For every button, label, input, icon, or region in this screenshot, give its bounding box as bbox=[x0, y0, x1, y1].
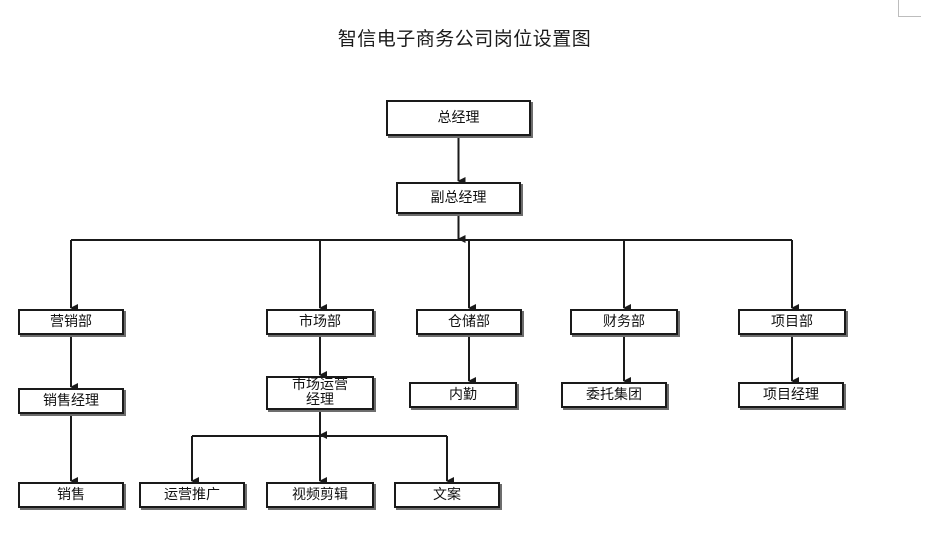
node-ceo: 总经理 bbox=[386, 100, 531, 136]
node-finance-dept: 财务部 bbox=[570, 309, 678, 335]
node-internal-staff: 内勤 bbox=[409, 382, 517, 408]
node-deputy: 副总经理 bbox=[396, 182, 521, 214]
node-outsourced-group: 委托集团 bbox=[561, 382, 667, 408]
page-corner-mark bbox=[898, 0, 921, 17]
node-sales: 销售 bbox=[18, 482, 124, 508]
node-market-dept: 市场部 bbox=[266, 309, 374, 335]
node-market-ops-manager: 市场运营 经理 bbox=[266, 376, 374, 410]
chart-title: 智信电子商务公司岗位设置图 bbox=[337, 28, 592, 50]
edge-group bbox=[70, 136, 799, 485]
node-ops-promotion: 运营推广 bbox=[139, 482, 245, 508]
node-marketing-dept: 营销部 bbox=[18, 309, 124, 335]
node-sales-manager: 销售经理 bbox=[18, 388, 124, 414]
node-project-manager: 项目经理 bbox=[738, 382, 844, 408]
node-copywriting: 文案 bbox=[394, 482, 500, 508]
node-warehouse-dept: 仓储部 bbox=[416, 309, 522, 335]
node-project-dept: 项目部 bbox=[738, 309, 846, 335]
node-video-editing: 视频剪辑 bbox=[266, 482, 374, 508]
